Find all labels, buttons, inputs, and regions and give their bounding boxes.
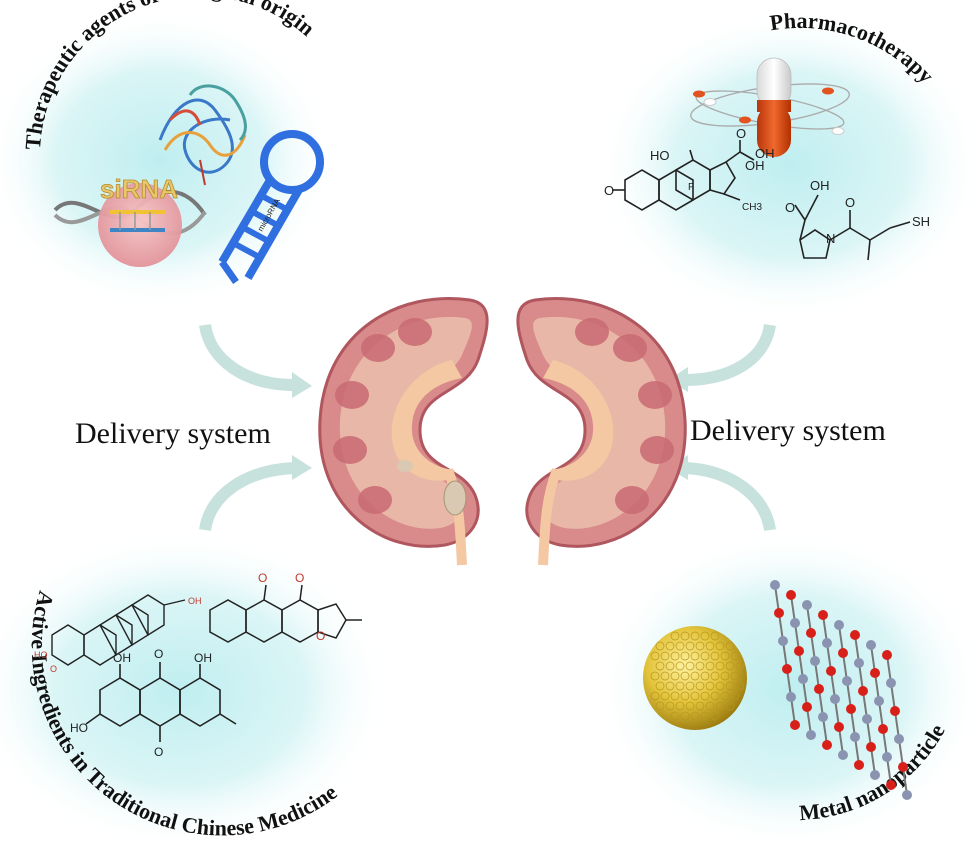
- halo-top-right: [595, 10, 976, 320]
- microrna-hairpin-icon: [218, 130, 324, 285]
- triterpenoid-structure: [51, 594, 186, 666]
- svg-text:O: O: [785, 200, 795, 215]
- svg-text:HO: HO: [34, 650, 48, 660]
- pharmaco-atom-labels: HO OH O OH CH3 F OH O N SH O O: [604, 126, 930, 246]
- svg-text:O: O: [845, 195, 855, 210]
- tanshinone-structure: [209, 584, 362, 643]
- svg-text:SH: SH: [912, 214, 930, 229]
- svg-text:O: O: [316, 629, 325, 643]
- left-kidney: [318, 297, 489, 566]
- svg-text:OH: OH: [755, 146, 775, 161]
- svg-text:O: O: [295, 571, 304, 585]
- arrow-top-left: [199, 323, 312, 398]
- svg-text:O: O: [604, 183, 614, 198]
- svg-text:O: O: [736, 126, 746, 141]
- halo-bottom-left: [0, 530, 390, 850]
- svg-text:OH: OH: [188, 596, 202, 606]
- kidney-pyramids: [333, 318, 674, 514]
- captopril-structure: [794, 194, 911, 261]
- delivery-system-left: Delivery system: [75, 417, 271, 450]
- delivery-system-right: Delivery system: [690, 414, 886, 447]
- svg-text:O: O: [50, 664, 57, 674]
- svg-text:OH: OH: [113, 651, 131, 665]
- sirna-text: siRNA: [100, 174, 178, 204]
- svg-text:HO: HO: [70, 721, 88, 735]
- arrow-bottom-left: [199, 455, 312, 532]
- sirna-sphere-icon: [98, 183, 182, 267]
- capsule-pill-icon: [690, 57, 850, 157]
- svg-text:N: N: [826, 231, 835, 246]
- svg-text:HO: HO: [650, 148, 670, 163]
- svg-text:OH: OH: [194, 651, 212, 665]
- svg-text:OH: OH: [745, 158, 765, 173]
- sirna-duplex-icon: [110, 210, 165, 232]
- emodin-structure: [85, 662, 237, 742]
- arrow-bottom-right: [668, 455, 776, 532]
- svg-text:CH3: CH3: [742, 202, 762, 213]
- svg-text:O: O: [154, 745, 163, 759]
- metal-lattice-icon: [770, 580, 912, 800]
- arrow-top-right: [668, 323, 776, 392]
- svg-text:O: O: [154, 647, 163, 661]
- svg-text:O: O: [258, 571, 267, 585]
- right-kidney: [516, 297, 687, 566]
- svg-text:F: F: [688, 182, 694, 193]
- corticosteroid-structure: [612, 140, 755, 211]
- gold-nanoparticle-icon: [643, 626, 747, 730]
- halo-bottom-right: [595, 530, 976, 850]
- halo-top-left: [0, 10, 335, 310]
- protein-ribbon-icon: [158, 84, 247, 186]
- tcm-atom-labels: OH O OH HO O O O O OH HO O: [34, 571, 325, 759]
- svg-text:OH: OH: [810, 178, 830, 193]
